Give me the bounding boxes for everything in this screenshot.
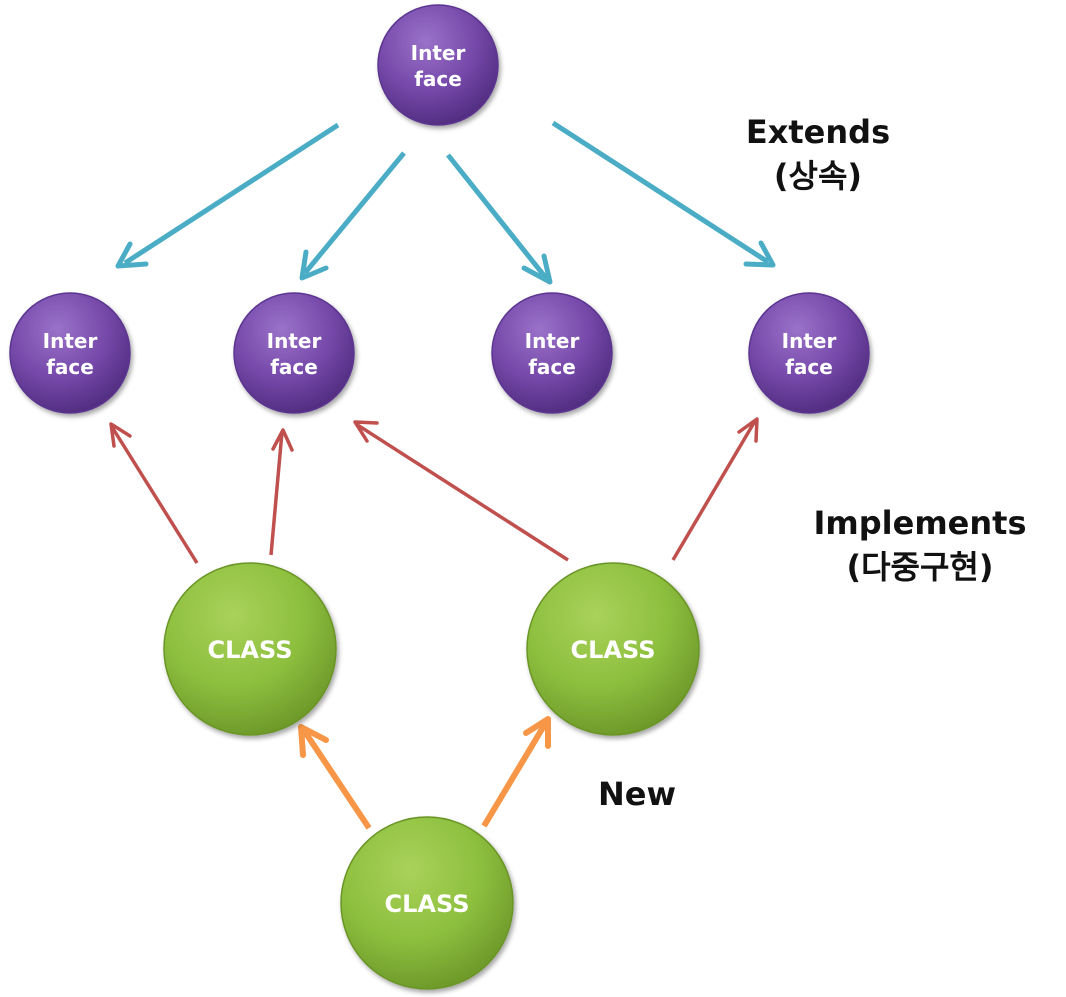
new-arrows — [298, 716, 551, 830]
interface-label-line2: face — [46, 355, 94, 379]
interface-label-line2: face — [270, 355, 318, 379]
class-circle — [163, 562, 337, 736]
new-arrow-2 — [481, 722, 548, 828]
interface-label-line2: face — [528, 355, 576, 379]
class-label: CLASS — [208, 636, 293, 664]
class-circle — [526, 562, 700, 736]
interface-node-4: Inter face — [748, 292, 870, 414]
interface-circle — [491, 292, 613, 414]
implements-arrowhead-4 — [737, 417, 759, 443]
class-node-bottom: CLASS — [340, 816, 514, 990]
interface-label-line1: Inter — [267, 329, 322, 353]
extends-arrowhead-4 — [743, 240, 776, 268]
extends-arrow-3 — [446, 153, 548, 280]
interface-circle — [377, 4, 499, 126]
interface-label-line1: Inter — [411, 41, 466, 65]
implements-arrow-4 — [671, 420, 757, 561]
interface-label-line1: Inter — [43, 329, 98, 353]
interface-label-line2: face — [785, 355, 833, 379]
implements-arrow-1 — [110, 426, 199, 564]
class-label: CLASS — [571, 636, 656, 664]
implements-arrows — [109, 417, 759, 564]
class-node-left: CLASS — [163, 562, 337, 736]
extends-arrowhead-2 — [299, 249, 329, 281]
new-arrow-1 — [302, 730, 372, 830]
interface-node-3: Inter face — [491, 292, 613, 414]
implements-arrow-2 — [269, 431, 284, 556]
class-node-right: CLASS — [526, 562, 700, 736]
implements-arrowhead-2 — [271, 428, 294, 452]
interface-circle — [233, 292, 355, 414]
extends-label: Extends (상속) — [746, 113, 890, 195]
new-arrowhead-1 — [298, 724, 329, 758]
extends-arrows — [115, 120, 776, 285]
implements-label-line2: (다중구현) — [846, 548, 993, 586]
extends-arrowhead-3 — [521, 253, 553, 285]
new-label: New — [598, 775, 676, 813]
interface-label-line1: Inter — [782, 329, 837, 353]
new-arrowhead-2 — [523, 716, 551, 749]
extends-arrow-4 — [551, 120, 770, 265]
interface-node-top: Inter face — [377, 4, 499, 126]
interface-label-line1: Inter — [525, 329, 580, 353]
implements-arrowhead-1 — [109, 422, 132, 448]
extends-arrow-2 — [303, 151, 406, 275]
implements-arrowhead-3 — [353, 420, 379, 443]
extends-label-line2: (상속) — [774, 157, 862, 195]
interface-label-line2: face — [414, 67, 462, 91]
extends-arrowhead-1 — [115, 241, 149, 269]
implements-label-line1: Implements — [814, 504, 1027, 542]
interface-node-1: Inter face — [9, 292, 131, 414]
class-label: CLASS — [385, 890, 470, 918]
implements-arrow-3 — [355, 422, 569, 562]
implements-label: Implements (다중구현) — [814, 504, 1027, 586]
interface-node-2: Inter face — [233, 292, 355, 414]
interface-circle — [9, 292, 131, 414]
interface-circle — [748, 292, 870, 414]
class-circle — [340, 816, 514, 990]
extends-label-line1: Extends — [746, 113, 890, 151]
extends-arrow-1 — [123, 122, 340, 266]
